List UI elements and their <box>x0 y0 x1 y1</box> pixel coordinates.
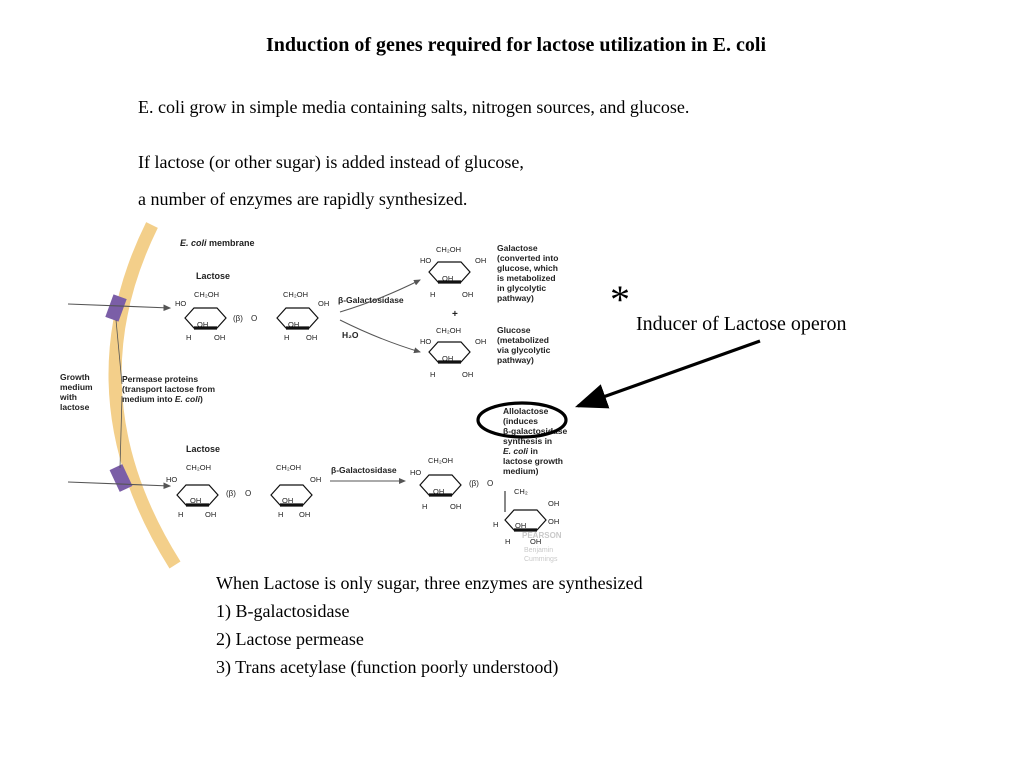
svg-text:H: H <box>422 502 427 511</box>
galactose-label: Galactose (converted into glucose, which… <box>497 243 561 303</box>
permease-label: Permease proteins (transport lactose fro… <box>122 374 217 404</box>
lactose-label-bottom: Lactose <box>186 444 220 454</box>
publisher-watermark: PEARSON <box>522 531 562 540</box>
plus-sign: + <box>452 309 458 320</box>
svg-text:CH₂OH: CH₂OH <box>276 463 301 472</box>
lactose-galactose-ring-top: CH₂OH HO OH H OH <box>175 290 228 342</box>
permease-protein-bottom <box>109 464 133 492</box>
hydrolysis-arrow-glucose <box>339 319 421 354</box>
inducer-annotation: Inducer of Lactose operon <box>636 313 847 335</box>
allolactose-glucose-ring: H OH OH OH H OH <box>493 499 559 546</box>
growth-medium-label: Growth medium with lactose <box>59 372 95 412</box>
enzyme-heading: When Lactose is only sugar, three enzyme… <box>216 573 643 593</box>
slide-title: Induction of genes required for lactose … <box>265 34 766 56</box>
galactose-ring: CH₂OH HO OH OH H OH <box>420 245 486 299</box>
enzyme-item-3: 3) Trans acetylase (function poorly unde… <box>216 657 559 677</box>
svg-text:H: H <box>186 333 191 342</box>
svg-text:HO: HO <box>410 468 421 477</box>
svg-text:OH: OH <box>462 370 473 379</box>
svg-text:OH: OH <box>515 521 526 530</box>
svg-text:HO: HO <box>175 299 186 308</box>
cell-membrane <box>108 222 181 569</box>
import-arrow-bottom <box>67 481 172 490</box>
svg-text:HO: HO <box>166 475 177 484</box>
svg-text:OH: OH <box>288 320 299 329</box>
svg-text:OH: OH <box>190 496 201 505</box>
enzyme-label-top: β-Galactosidase <box>338 295 404 305</box>
svg-text:OH: OH <box>433 487 444 496</box>
svg-text:CH₂OH: CH₂OH <box>436 245 461 254</box>
svg-text:OH: OH <box>475 256 486 265</box>
glycosidic-oxygen-bottom: O <box>245 489 251 498</box>
lactose-galactose-ring-bottom: CH₂OH HO OH H OH <box>166 463 220 519</box>
hydrolysis-arrow-galactose <box>339 279 421 313</box>
svg-text:CH₂OH: CH₂OH <box>186 463 211 472</box>
glucose-label: Glucose (metabolized via glycolytic path… <box>497 325 553 365</box>
permease-pointer-top <box>115 319 123 385</box>
svg-text:OH: OH <box>310 475 321 484</box>
beta-link-top: (β) <box>233 314 243 323</box>
svg-text:OH: OH <box>548 499 559 508</box>
svg-text:OH: OH <box>205 510 216 519</box>
svg-text:OH: OH <box>299 510 310 519</box>
lactose-label-top: Lactose <box>196 271 230 281</box>
svg-text:CH₂OH: CH₂OH <box>283 290 308 299</box>
svg-text:H: H <box>430 290 435 299</box>
svg-text:OH: OH <box>442 354 453 363</box>
svg-text:HO: HO <box>420 256 431 265</box>
intro-line-3: a number of enzymes are rapidly synthesi… <box>138 189 468 209</box>
asterisk-marker: * <box>610 277 630 322</box>
svg-text:OH: OH <box>530 537 541 546</box>
membrane-label: E. coli membrane <box>180 238 255 248</box>
publisher-watermark-line3: Cummings <box>524 556 558 563</box>
svg-text:CH₂OH: CH₂OH <box>194 290 219 299</box>
svg-text:H: H <box>430 370 435 379</box>
enzyme-label-bottom: β-Galactosidase <box>331 465 397 475</box>
svg-text:OH: OH <box>442 274 453 283</box>
water-label: H₂O <box>342 330 359 340</box>
allolactose-label: Allolactose (induces β-galactosidase syn… <box>503 406 570 476</box>
publisher-watermark-line2: Benjamin <box>524 547 553 554</box>
svg-text:OH: OH <box>306 333 317 342</box>
svg-text:CH₂OH: CH₂OH <box>436 326 461 335</box>
lactose-pathway-figure: E. coli membrane Growth medium with lact… <box>59 222 761 569</box>
svg-text:H: H <box>505 537 510 546</box>
inducer-pointer-arrow <box>574 339 761 409</box>
svg-text:HO: HO <box>420 337 431 346</box>
enzyme-item-2: 2) Lactose permease <box>216 629 364 649</box>
svg-text:OH: OH <box>197 320 208 329</box>
svg-text:H: H <box>178 510 183 519</box>
lactose-glucose-ring-bottom: CH₂OH OH OH H OH <box>269 463 321 519</box>
glycosidic-oxygen-top: O <box>251 314 257 323</box>
svg-text:OH: OH <box>462 290 473 299</box>
svg-text:OH: OH <box>450 502 461 511</box>
svg-text:H: H <box>284 333 289 342</box>
glucose-ring: CH₂OH HO OH OH H OH <box>420 326 486 379</box>
svg-text:OH: OH <box>214 333 225 342</box>
beta-link-allolactose: (β) <box>469 479 479 488</box>
svg-text:OH: OH <box>282 496 293 505</box>
allolactose-oxygen: O <box>487 479 493 488</box>
beta-link-bottom: (β) <box>226 489 236 498</box>
allolactose-ch2: CH₂ <box>514 487 528 496</box>
intro-line-1: E. coli grow in simple media containing … <box>138 97 690 117</box>
permease-protein-top <box>105 294 127 322</box>
svg-text:H: H <box>493 520 498 529</box>
allolactose-galactose-ring: CH₂OH HO OH H OH <box>410 456 463 511</box>
intro-line-2: If lactose (or other sugar) is added ins… <box>138 152 524 172</box>
allolactose-highlight-circle <box>476 401 568 439</box>
svg-text:OH: OH <box>475 337 486 346</box>
svg-text:H: H <box>278 510 283 519</box>
svg-text:CH₂OH: CH₂OH <box>428 456 453 465</box>
svg-text:OH: OH <box>548 517 559 526</box>
enzyme-item-1: 1) B-galactosidase <box>216 601 350 621</box>
lactose-glucose-ring-top: CH₂OH OH OH H OH <box>275 290 329 342</box>
import-arrow-top <box>67 303 172 312</box>
permease-pointer-bottom <box>119 395 123 469</box>
svg-text:OH: OH <box>318 299 329 308</box>
